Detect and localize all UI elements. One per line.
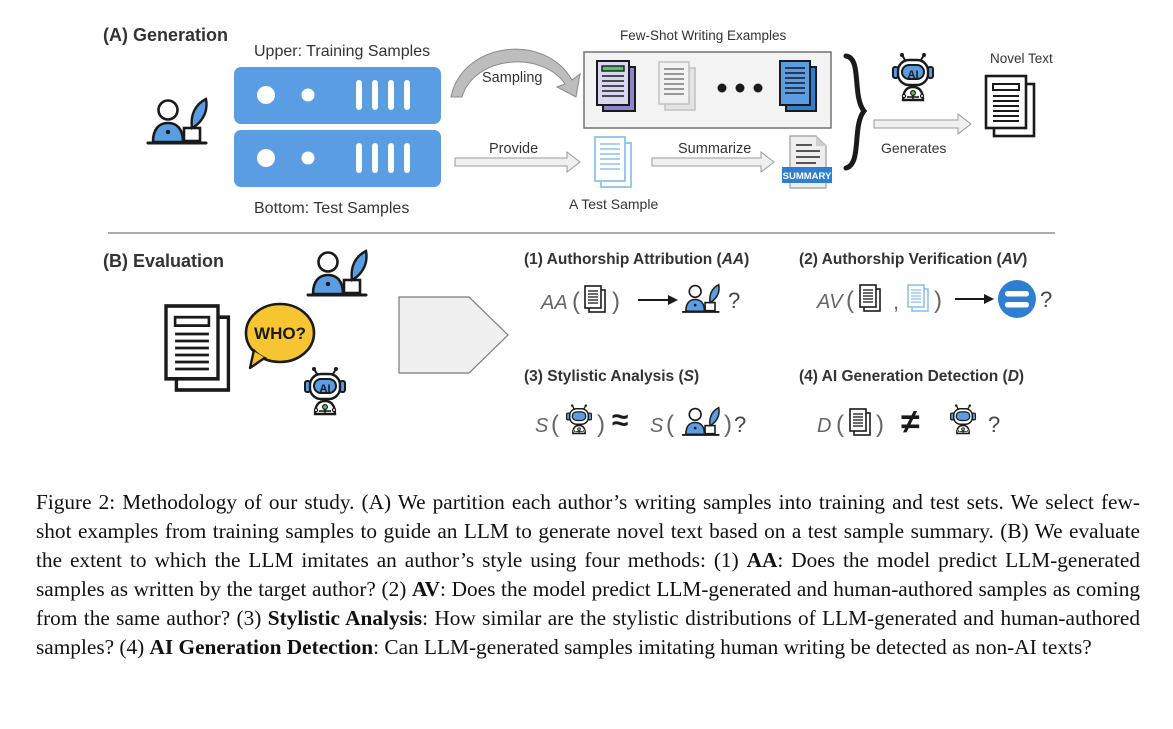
generation-section-title: (A) Generation	[103, 25, 228, 45]
test-sample-doc-icon	[594, 136, 632, 188]
svg-text:?: ?	[988, 412, 1000, 437]
method-d-title: (4) AI Generation Detection (D)	[799, 368, 1024, 385]
combine-brace	[843, 53, 868, 171]
upper-training-label: Upper: Training Samples	[254, 43, 430, 60]
svg-text:,: ,	[893, 289, 899, 314]
provide-arrow	[454, 150, 581, 174]
svg-text:(: (	[836, 411, 844, 438]
fewshot-doc-gray	[658, 61, 696, 111]
method-av-title: (2) Authorship Verification (AV)	[799, 251, 1027, 268]
formula-aa: AA ( ) ?	[540, 283, 740, 315]
evaluation-section-title: (B) Evaluation	[103, 251, 224, 271]
formula-s: S ( ) ≈ S ( ) ?	[535, 403, 746, 438]
svg-text:AA: AA	[540, 292, 568, 314]
eval-user-icon	[306, 249, 368, 297]
evaluation-arrow	[398, 296, 509, 374]
svg-text:): )	[724, 411, 732, 438]
svg-text:?: ?	[728, 288, 740, 313]
formula-av: AV ( , ) ?	[816, 280, 1052, 318]
svg-text:≈: ≈	[612, 404, 628, 437]
svg-text:S: S	[535, 415, 549, 437]
test-server-icon	[234, 130, 441, 187]
sampling-arrow	[450, 48, 581, 98]
who-bubble	[244, 302, 316, 370]
svg-text:AV: AV	[816, 291, 844, 313]
fewshot-title: Few-Shot Writing Examples	[620, 28, 787, 43]
fewshot-doc-purple	[596, 60, 636, 112]
ellipsis-icon	[717, 83, 763, 93]
bottom-test-label: Bottom: Test Samples	[254, 200, 409, 217]
robot-ai-badge: AI	[908, 69, 919, 81]
svg-text:): )	[597, 411, 605, 438]
novel-text-label: Novel Text	[990, 51, 1053, 66]
svg-text:D: D	[817, 415, 831, 437]
novel-text-doc-icon	[984, 74, 1036, 138]
svg-text:(: (	[572, 288, 580, 315]
svg-text:S: S	[650, 415, 664, 437]
svg-text:): )	[934, 287, 942, 314]
svg-text:?: ?	[1040, 287, 1052, 312]
test-sample-label: A Test Sample	[569, 196, 658, 212]
formula-d: D ( ) ≠ ?	[817, 403, 1000, 441]
method-aa-title: (1) Authorship Attribution (AA)	[524, 251, 749, 268]
summary-badge: SUMMARY	[783, 171, 832, 182]
author-user-icon	[146, 97, 208, 145]
provide-label: Provide	[489, 141, 538, 157]
summary-doc-icon	[782, 135, 832, 189]
equal-circle-icon	[998, 280, 1036, 318]
summarize-arrow	[651, 150, 775, 174]
generates-label: Generates	[881, 140, 946, 156]
methodology-diagram: (A) Generation Upper: Training Samples B…	[103, 25, 1055, 441]
svg-text:≠: ≠	[901, 403, 920, 441]
summarize-label: Summarize	[678, 141, 751, 157]
eval-robot-ai-badge: AI	[320, 383, 331, 395]
svg-text:): )	[876, 411, 884, 438]
svg-text:(: (	[551, 411, 559, 438]
svg-text:(: (	[666, 411, 674, 438]
generates-arrow	[873, 112, 972, 136]
who-label: WHO?	[254, 324, 306, 343]
figure-caption: Figure 2: Methodology of our study. (A) …	[36, 490, 1141, 659]
svg-text:(: (	[846, 287, 854, 314]
fewshot-doc-blue	[779, 60, 817, 112]
eval-doc-icon	[164, 304, 231, 392]
training-server-icon	[234, 67, 441, 124]
method-s-title: (3) Stylistic Analysis (S)	[524, 368, 699, 385]
sampling-label: Sampling	[482, 70, 542, 86]
svg-text:): )	[612, 288, 620, 315]
svg-text:?: ?	[734, 412, 746, 437]
